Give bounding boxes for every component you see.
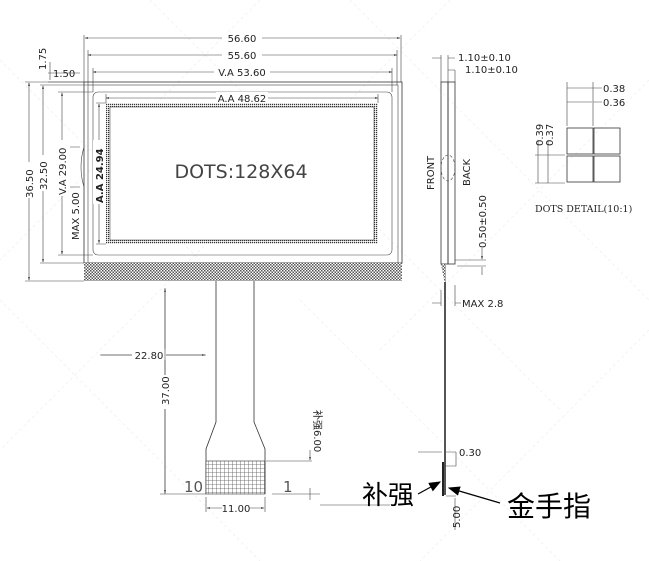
dim-aa-height: A.A 24.94 (95, 148, 106, 203)
dim-finger-length: 5.00 (452, 506, 463, 528)
dim-pitch-y: 0.39 (535, 124, 546, 146)
horizontal-dimensions: 56.60 55.60 V.A 53.60 A.A 48.62 1.75 1.5… (38, 32, 402, 105)
dim-offset-top: 1.75 (38, 48, 49, 70)
gold-fingers (205, 460, 266, 495)
dim-size-x: 0.36 (603, 98, 625, 109)
lcd-front-view: DOTS:128X64 (80, 81, 403, 281)
dots-label: DOTS:128X64 (174, 161, 307, 183)
stiffener-callout: 补强 (362, 481, 414, 511)
side-glass-back (447, 81, 456, 265)
dim-va-width: V.A 53.60 (218, 68, 265, 79)
dots-detail-caption: DOTS DETAIL(10:1) (535, 204, 632, 215)
dim-fpc-width: 11.00 (222, 504, 251, 515)
dot (593, 155, 621, 183)
dim-pitch-x: 0.38 (603, 84, 625, 95)
side-fpc (444, 282, 446, 495)
side-glass-front (440, 81, 449, 265)
dim-va-height: V.A 29.00 (58, 148, 69, 195)
pin-10-label: 10 (184, 478, 203, 496)
dot (593, 127, 621, 155)
dim-aa-width: A.A 48.62 (218, 94, 267, 105)
dots-detail: 0.38 0.36 0.39 0.37 DOTS DETAIL(10:1) (535, 82, 632, 215)
side-stiffener (442, 462, 444, 496)
dim-width-outline: 56.60 (228, 34, 257, 45)
front-label: FRONT (426, 155, 437, 190)
dim-max-total: MAX 2.8 (462, 299, 503, 310)
dim-fpc-length: 37.00 (161, 376, 172, 405)
back-label: BACK (462, 158, 473, 186)
dim-size-y: 0.37 (545, 124, 556, 146)
lcd-side-view: FRONT BACK 1.10±0.10 1.10±0.10 0.50±0.50… (362, 53, 591, 530)
vertical-dimensions: 36.50 32.50 V.A 29.00 A.A 24.94 MAX 5.00 (23, 81, 106, 282)
gold-finger-callout: 金手指 (507, 490, 591, 523)
fpc-tail: 22.80 37.00 11.00 补强6.00 10 1 (100, 281, 390, 515)
dim-height-glass: 32.50 (39, 161, 50, 190)
side-bump (80, 146, 85, 188)
dim-height-outline: 36.50 (25, 169, 36, 198)
dim-max-bump: MAX 5.00 (71, 192, 82, 240)
dim-thickness-2: 1.10±0.10 (465, 65, 518, 76)
dim-thickness-1: 1.10±0.10 (458, 53, 511, 64)
dim-stiffener: 补强6.00 (311, 410, 324, 452)
side-bump-ellipse (440, 154, 456, 182)
pin-1-label: 1 (283, 478, 293, 496)
dim-offset-left: 1.50 (53, 69, 75, 80)
dot (566, 127, 594, 155)
dim-width-glass: 55.60 (228, 51, 257, 62)
bottom-hatched-band (84, 263, 402, 281)
dim-fpc-thickness: 0.30 (459, 448, 481, 459)
active-area-inner (109, 106, 375, 241)
dot (566, 155, 594, 183)
dim-fpc-offset: 22.80 (135, 351, 164, 362)
dim-gap: 0.50±0.50 (478, 195, 489, 248)
